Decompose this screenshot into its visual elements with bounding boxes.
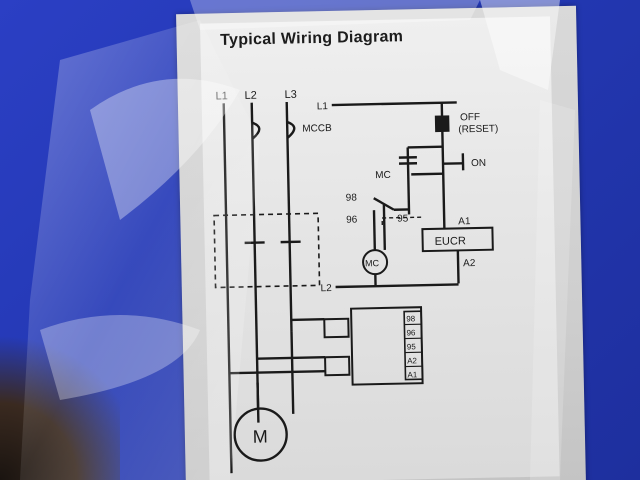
label-mc-aux: MC (375, 170, 391, 181)
label-off: OFF (460, 112, 480, 123)
control-rail-l2 (335, 283, 459, 289)
off-button-symbol (434, 115, 450, 133)
label-motor: M (252, 426, 267, 446)
label-reset: (RESET) (458, 124, 498, 136)
label-l2-rail: L2 (321, 283, 333, 294)
terminal-a2: A2 (407, 356, 418, 365)
terminal-a1: A1 (407, 370, 418, 379)
terminal-98: 98 (406, 314, 416, 323)
terminal-96: 96 (406, 328, 416, 337)
phase-line-l2 (250, 102, 260, 423)
control-rail-l1 (331, 101, 457, 107)
label-95: 95 (397, 213, 409, 224)
label-mccb: MCCB (302, 123, 332, 135)
label-l3-top: L3 (284, 89, 296, 101)
label-l1-top: L1 (215, 90, 227, 102)
label-a2: A2 (463, 258, 476, 269)
current-sensor-2 (324, 355, 351, 377)
label-98: 98 (346, 193, 358, 204)
current-sensor-1 (323, 317, 350, 339)
terminal-95: 95 (407, 342, 417, 351)
label-a1: A1 (458, 216, 471, 227)
label-l2-top: L2 (244, 90, 256, 102)
label-eucr: EUCR (435, 235, 466, 248)
contactor-dashed-box (213, 212, 321, 289)
label-mc-coil: MC (365, 258, 380, 268)
label-96: 96 (346, 215, 358, 226)
phase-line-l3 (285, 101, 293, 332)
label-on: ON (471, 158, 486, 169)
phase-line-l1 (222, 103, 233, 474)
label-l1-rail: L1 (317, 101, 329, 112)
